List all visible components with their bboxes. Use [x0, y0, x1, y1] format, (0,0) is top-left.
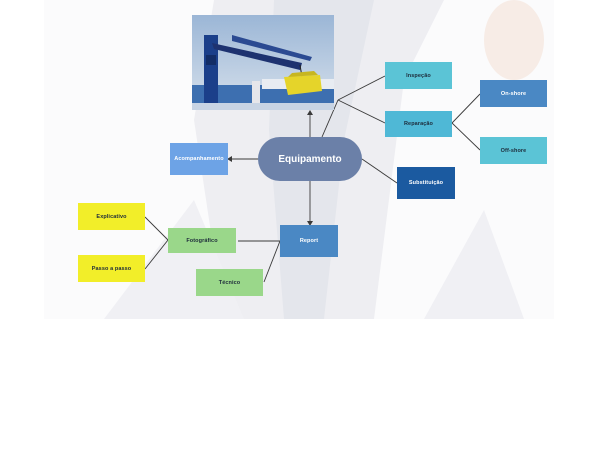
node-off-shore: Off-shore — [480, 137, 547, 164]
node-fotografico-label: Fotográfico — [186, 237, 218, 244]
node-substituicao: Substituição — [397, 167, 455, 199]
node-explicativo: Explicativo — [78, 203, 145, 230]
node-reparacao: Reparação — [385, 111, 452, 137]
node-substituicao-label: Substituição — [408, 180, 444, 186]
node-fotografico: Fotográfico — [168, 228, 236, 253]
node-inspecao: Inspeção — [385, 62, 452, 89]
node-passo-a-passo: Passo a passo — [78, 255, 145, 282]
node-report: Report — [280, 225, 338, 257]
node-tecnico-label: Técnico — [218, 279, 241, 286]
node-report-label: Report — [299, 238, 319, 244]
node-passo-a-passo-label: Passo a passo — [91, 265, 132, 272]
center-node-equipamento: Equipamento — [258, 137, 362, 181]
node-inspecao-label: Inspeção — [406, 72, 431, 79]
node-reparacao-label: Reparação — [403, 121, 434, 127]
node-tecnico: Técnico — [196, 269, 263, 296]
node-explicativo-label: Explicativo — [96, 213, 127, 220]
node-acompanhamento: Acompanhamento — [170, 143, 228, 175]
node-on-shore: On-shore — [480, 80, 547, 107]
node-acompanhamento-label: Acompanhamento — [174, 156, 224, 162]
crane-photo — [192, 15, 334, 110]
node-off-shore-label: Off-shore — [500, 147, 527, 154]
center-node-label: Equipamento — [278, 153, 342, 165]
node-on-shore-label: On-shore — [500, 90, 527, 97]
